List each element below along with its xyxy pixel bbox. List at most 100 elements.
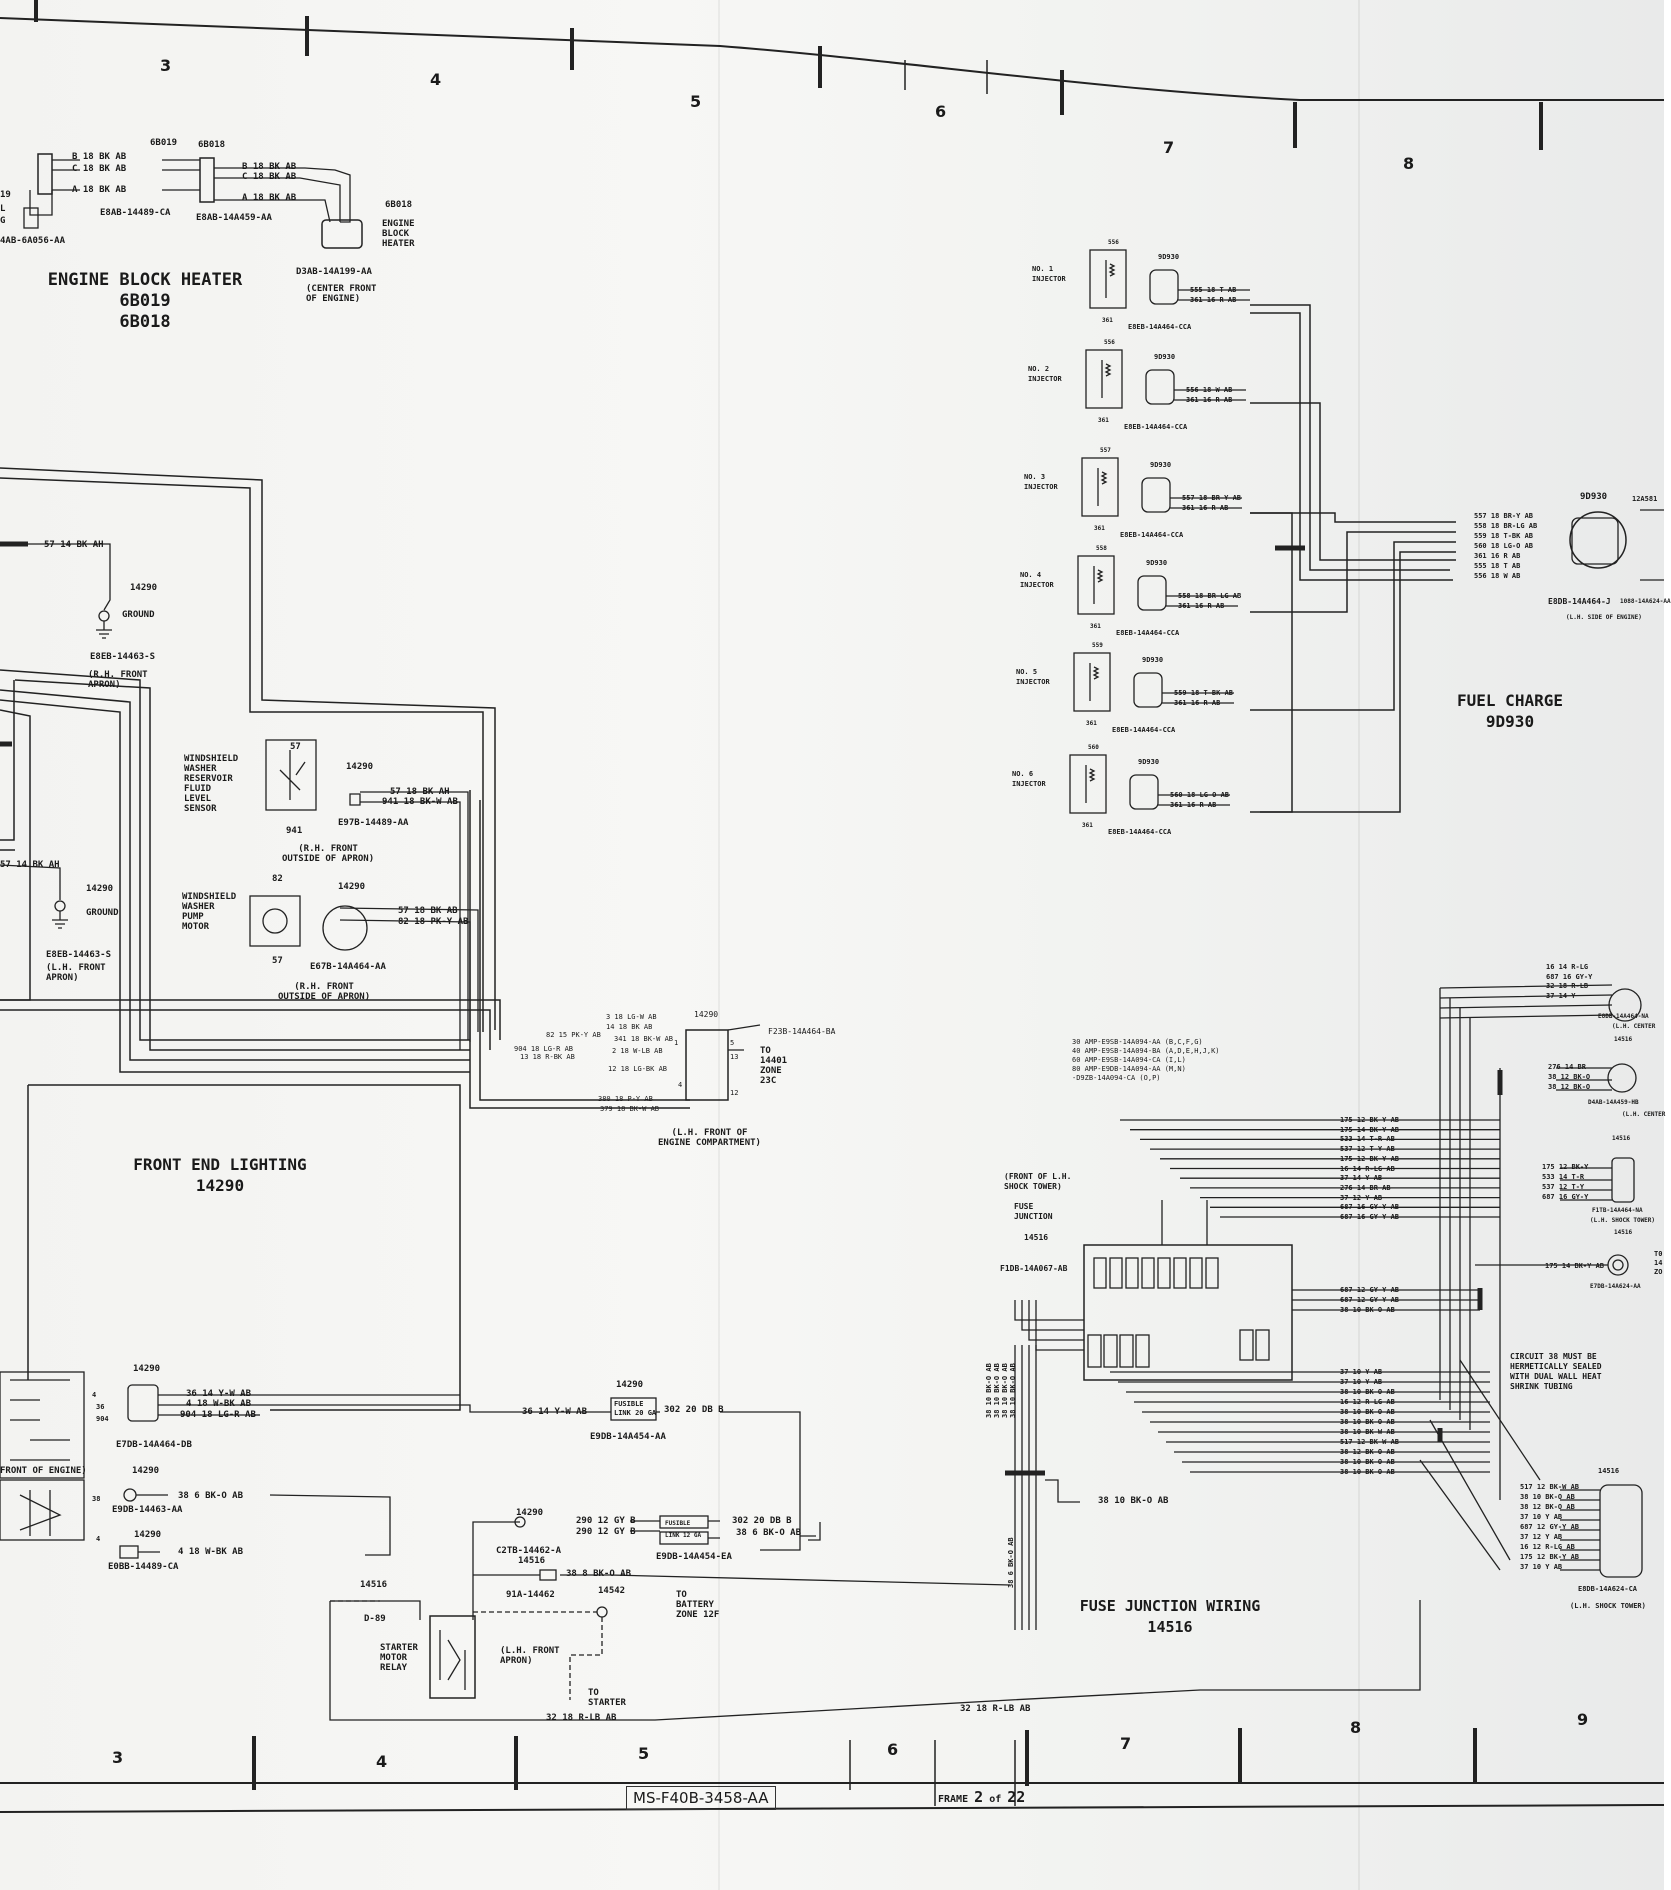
connector-id: 9D930 xyxy=(1158,253,1180,261)
wire-label: 276 14 BR xyxy=(1548,1063,1586,1071)
pin-label: 57 xyxy=(272,956,283,966)
wire-label: 16 14 R-LG AB xyxy=(1340,1164,1395,1173)
connector-id: 14290 xyxy=(130,583,158,593)
connector-id: 9D930 xyxy=(1154,353,1176,361)
injector-name: INJECTOR xyxy=(1020,581,1054,589)
wire-label: 38 10 BK-O AB xyxy=(1340,1388,1395,1396)
maxi-fuse-cell xyxy=(1255,1329,1270,1361)
wire-label: 290 12 GY B xyxy=(576,1516,636,1526)
fuse-cell xyxy=(1141,1257,1155,1289)
part-number: D4AB-14A459-HB xyxy=(1588,1099,1639,1106)
injector-wire xyxy=(1174,389,1246,401)
location-note: (L.H. SIDE OF ENGINE) xyxy=(1566,614,1642,621)
frame-number: 2 xyxy=(974,1788,984,1806)
connector-id: 14290 xyxy=(132,1466,160,1476)
injector-name: INJECTOR xyxy=(1032,275,1066,283)
wire-label: 175 12 BK-Y xyxy=(1542,1163,1589,1171)
wire-label: 302 20 DB B xyxy=(732,1516,792,1526)
wire-label: 687 16 GY-Y xyxy=(1546,972,1593,981)
wire-label: 904 18 LG-R AB xyxy=(180,1410,256,1420)
pin-label: 904 xyxy=(96,1415,109,1423)
pin-label: 941 xyxy=(286,826,303,836)
location-note: (L.H. SHOCK TOWER) xyxy=(1570,1602,1646,1610)
wire-label: 175 12 BK-Y AB xyxy=(1340,1154,1400,1163)
wire-label: 4 18 W-BK AB xyxy=(186,1399,252,1409)
injector-coil xyxy=(1093,566,1104,604)
wire-label: C 18 BK AB xyxy=(72,164,127,174)
part-number: E8EB-14A464-CCA xyxy=(1112,726,1176,734)
part-number: E8EB-14A464-CCA xyxy=(1124,423,1188,431)
wire-label: 687 16 GY-Y AB xyxy=(1340,1203,1400,1212)
fuse-cell-large xyxy=(1119,1334,1134,1368)
injector-body xyxy=(1077,555,1115,615)
wire-label: 38 12 BK-O AB xyxy=(1520,1503,1575,1511)
connector-id: 14290 xyxy=(338,882,366,892)
wire-label: 16 14 R-LG xyxy=(1546,963,1589,971)
zone-number-bottom: 8 xyxy=(1350,1718,1362,1737)
fuse-legend-line: 30 AMP-E9SB-14A094-AA (B,C,F,G) xyxy=(1072,1038,1203,1046)
location-note: (L.H. CENTER xyxy=(1622,1111,1666,1118)
injector-name: INJECTOR xyxy=(1012,780,1046,788)
wire-label: 38 10 BK-O AB xyxy=(1340,1468,1395,1476)
wire-label: 37 14 Y xyxy=(1546,991,1576,1000)
part-number: E8EB-14A464-CCA xyxy=(1108,828,1172,836)
part-number: 4AB-6A056-AA xyxy=(0,236,66,246)
location-note: FRONT OF ENGINE) xyxy=(0,1466,87,1476)
wire-label: 2 18 W-LB AB xyxy=(612,1047,663,1055)
pin-label: 560 xyxy=(1088,744,1099,751)
wire-label: 175 12 BK-Y AB xyxy=(1520,1553,1580,1561)
wire-label: 82 18 PK-Y AB xyxy=(398,917,469,927)
connector-id: 14516 xyxy=(360,1580,388,1590)
wire-label: 517 12 BK-W AB xyxy=(1340,1438,1400,1446)
connector-id: 14290 xyxy=(694,1010,719,1019)
wire-label: 12 18 LG-BK AB xyxy=(608,1065,668,1073)
wire-label: 57 14 BK AH xyxy=(44,540,104,550)
wire-label: 57 18 BK AB xyxy=(398,906,458,916)
wire-label: 361 16 R AB xyxy=(1170,801,1217,809)
wire-label: 361 16 R AB xyxy=(1178,602,1225,610)
injector-connector xyxy=(1149,269,1179,305)
wire-label: 38 10 BK-O AB xyxy=(1009,1363,1017,1418)
part-number: F1TB-14A464-NA xyxy=(1592,1207,1643,1214)
fuse-cell xyxy=(1205,1257,1219,1289)
wire-label: 557 18 BR-Y AB xyxy=(1474,512,1534,520)
injector-connector xyxy=(1137,575,1167,611)
wire-label: 380 18 P-Y AB xyxy=(598,1095,653,1103)
injector-name: NO. 6 xyxy=(1012,770,1034,778)
wire-label: 687 12 GY-Y AB xyxy=(1520,1523,1580,1531)
injector-body xyxy=(1073,652,1111,712)
connector-id: 14516 xyxy=(1614,1036,1633,1043)
pin-label: 4 xyxy=(678,1081,683,1089)
pin-label: 13 xyxy=(730,1053,739,1061)
wire-label: 57 14 BK AH xyxy=(0,860,60,870)
injector-name: NO. 4 xyxy=(1020,571,1042,579)
part-number: C2TB-14462-A xyxy=(496,1546,562,1556)
wire-label: 32 18 R-LB AB xyxy=(960,1704,1031,1714)
zone-number-bottom: 4 xyxy=(376,1752,388,1771)
wire-label: 941 18 BK-W AB xyxy=(382,797,458,807)
fuse-cell xyxy=(1125,1257,1139,1289)
drawing-part-number: MS-F40B-3458-AA xyxy=(626,1786,776,1810)
wire-label: B 18 BK AB xyxy=(72,152,127,162)
fuse-legend-line: 80 AMP-E9DB-14A094-AA (M,N) xyxy=(1072,1065,1186,1073)
connector-id: 14290 xyxy=(133,1364,161,1374)
connector-id: 9D930 xyxy=(1580,492,1608,502)
wire-label: 82 15 PK-Y AB xyxy=(546,1031,601,1039)
wire-label: 290 12 GY B xyxy=(576,1527,636,1537)
wire-label: 38 10 BK-O AB xyxy=(1098,1496,1169,1506)
injector-coil xyxy=(1089,663,1100,701)
injector-coil xyxy=(1105,260,1116,298)
connector-id: 9D930 xyxy=(1138,758,1160,766)
wire-label: 13 18 R-BK AB xyxy=(520,1053,575,1061)
pin-label: 36 xyxy=(96,1403,105,1411)
wire-label: 533 14 T-R AB xyxy=(1340,1135,1395,1144)
wire-label: 16 12 R-LG AB xyxy=(1340,1398,1395,1406)
wire-label: 687 16 GY-Y AB xyxy=(1340,1213,1400,1221)
